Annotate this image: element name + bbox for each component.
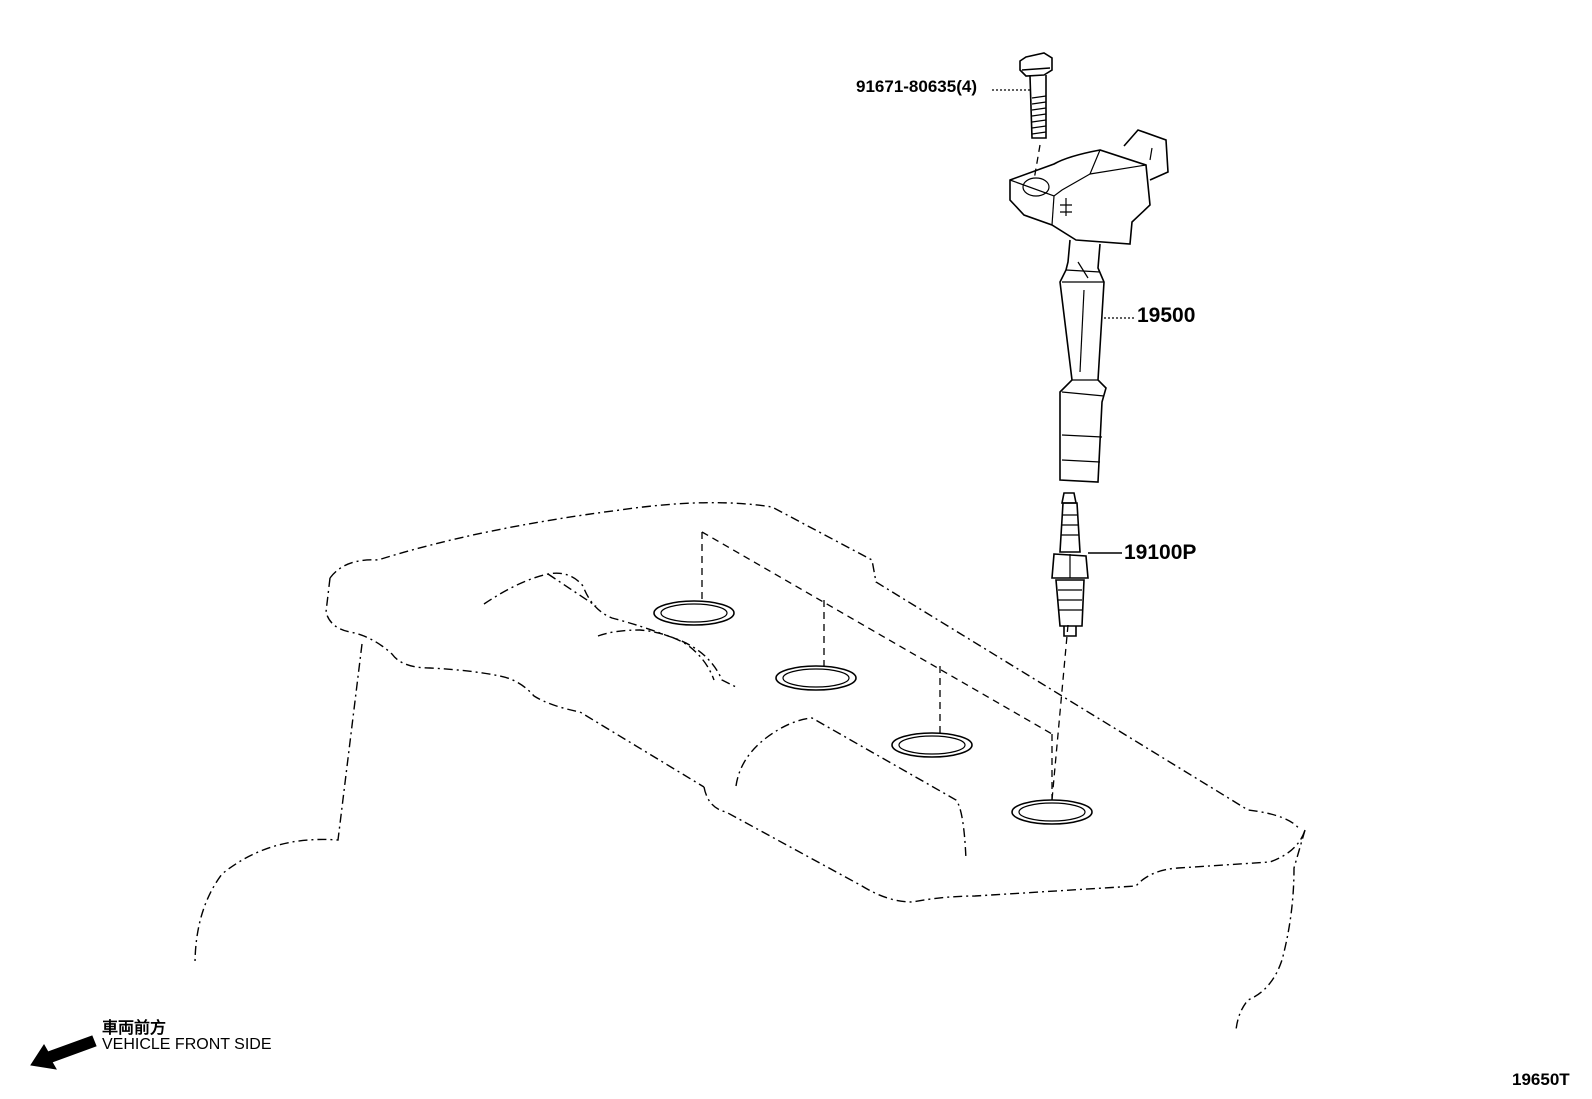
arrow-left-down-icon: [30, 1035, 97, 1070]
callout-spark-plug-part-number: 19100P: [1124, 541, 1197, 564]
engine-cover-outline: [194, 501, 1306, 1031]
callout-leaders: [992, 89, 1134, 554]
spark-plug-holes: [653, 600, 1093, 825]
bolt-part: [1019, 52, 1053, 139]
assembly-axis-lines: [701, 144, 1069, 801]
spark-plug-part: [1051, 492, 1089, 637]
vehicle-front-label-en: VEHICLE FRONT SIDE: [102, 1036, 272, 1053]
ignition-coil-part: [1009, 129, 1169, 483]
callout-bolt-part-number: 91671-80635(4): [856, 77, 977, 96]
vehicle-front-label-jp: 車両前方: [102, 1018, 167, 1037]
diagram-reference-code: 19650T: [1512, 1070, 1570, 1089]
callout-ignition-coil-part-number: 19500: [1137, 304, 1196, 327]
